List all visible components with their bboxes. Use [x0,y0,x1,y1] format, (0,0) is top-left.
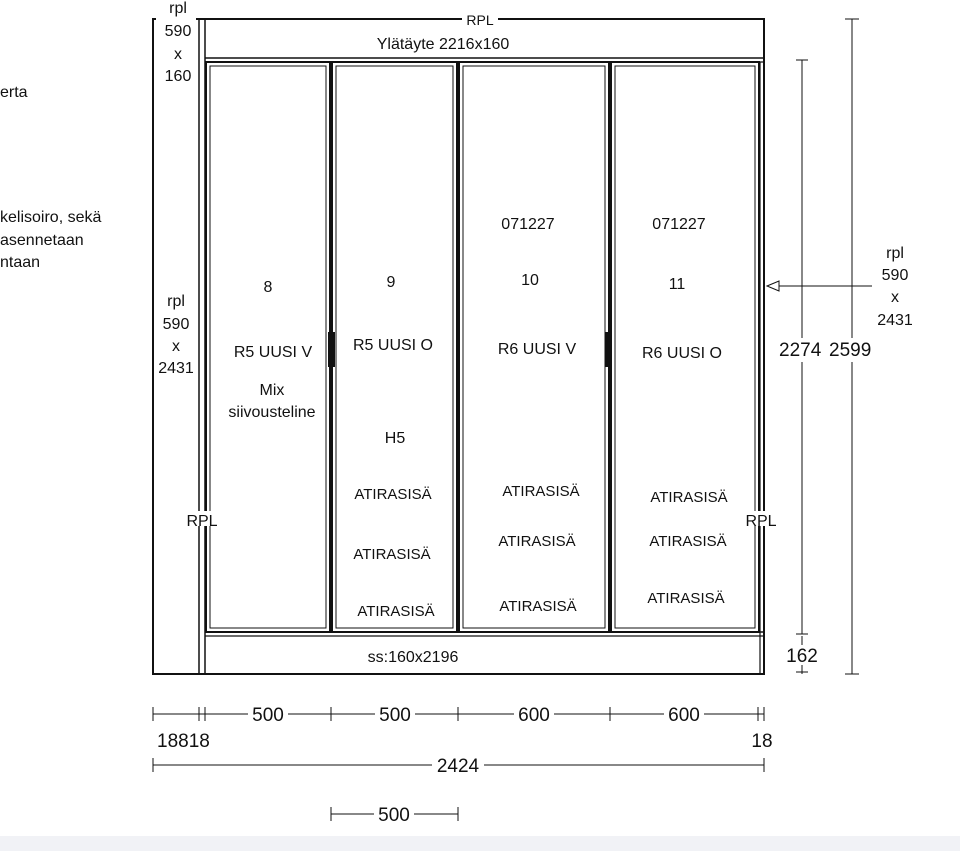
left-side-label-1: 590 [163,316,190,333]
door-9-model: R5 UUSI O [353,337,433,354]
dim-width-4: 600 [668,705,700,726]
dim-extra-width: 500 [378,805,410,826]
right-side-label-0: rpl [886,245,904,262]
note-line-4: ntaan [0,254,40,271]
rpl-top-bg [462,13,498,25]
outer-frame [152,18,765,675]
dim-total-width: 2424 [437,756,480,777]
dim-bottom-height: 162 [786,646,818,667]
left-side-label-3: 2431 [158,360,194,377]
left-side-label-2: x [172,338,180,355]
rpl-side-right: RPL [745,513,776,530]
door-10-item-2: ATIRASISÄ [498,533,575,550]
door-10-item-1: ATIRASISÄ [502,483,579,500]
right-side-label-3: 2431 [877,312,913,329]
note-line-3: asennetaan [0,232,84,249]
dim-total-height: 2599 [829,340,871,361]
bottom-panel-label: ss:160x2196 [368,649,459,666]
left-side-label-bg [156,288,196,376]
door-10-number: 10 [521,272,539,289]
rpl-right-bg [744,511,778,526]
dim-extra-bg [374,804,414,824]
door-10-item-3: ATIRASISÄ [499,598,576,615]
left-top-label-3: 160 [165,68,192,85]
dim-width-3: 600 [518,705,550,726]
door-10-code: 071227 [501,216,554,233]
door-11-item-3: ATIRASISÄ [647,590,724,607]
left-side-label-0: rpl [167,293,185,310]
door-9-item-2: ATIRASISÄ [353,546,430,563]
door-9-item-3: ATIRASISÄ [357,603,434,620]
door-8-extra-1: Mix [260,382,285,399]
door-8-number: 8 [264,279,273,296]
dim-width-2: 500 [379,705,411,726]
door-8-model: R5 UUSI V [234,344,313,361]
dim-w4-bg [664,705,704,725]
dim-inner-height: 2274 [779,340,822,361]
note-line-2: kelisoiro, sekä [0,209,101,226]
dim-total-width-bg [432,755,484,775]
dim-right-offset: 18 [751,731,772,752]
dim-w2-bg [375,705,415,725]
door-9-inner [335,65,454,629]
left-top-label-bg [156,0,196,86]
door-11-code: 071227 [652,216,705,233]
note-line-1: erta [0,84,28,101]
door-11-inner [614,65,756,629]
dim-left-offsets: 18818 [157,731,210,752]
door-11-model: R6 UUSI O [642,345,722,362]
dim-bottom-label-bg [784,645,822,665]
right-side-label-2: x [891,289,899,306]
door-10-model: R6 UUSI V [498,341,577,358]
handle-left [328,332,335,367]
top-rpl-label: RPL [466,12,493,28]
door-11-item-1: ATIRASISÄ [650,489,727,506]
door-9-item-1: ATIRASISÄ [354,486,431,503]
left-top-label-1: 590 [165,23,192,40]
footer-bar [0,836,960,851]
door-11-number: 11 [669,276,686,293]
dim-width-1: 500 [252,705,284,726]
door-9-extra-1: H5 [385,430,406,447]
handle-right [605,332,612,367]
door-8-inner [209,65,327,629]
dim-w3-bg [514,705,554,725]
top-panel-label: Ylätäyte 2216x160 [377,36,510,53]
dim-height-label-bg [776,338,876,362]
door-8-extra-2: siivousteline [228,404,315,421]
right-side-label-1: 590 [882,267,909,284]
rpl-side-left: RPL [186,513,217,530]
left-top-label-0: rpl [169,0,187,17]
door-9-number: 9 [387,274,396,291]
left-top-label-2: x [174,46,182,63]
rpl-left-bg [185,511,219,526]
right-side-label-bg [872,240,918,330]
door-11-item-2: ATIRASISÄ [649,533,726,550]
dim-w1-bg [248,705,288,725]
right-arrow-head [765,280,780,292]
